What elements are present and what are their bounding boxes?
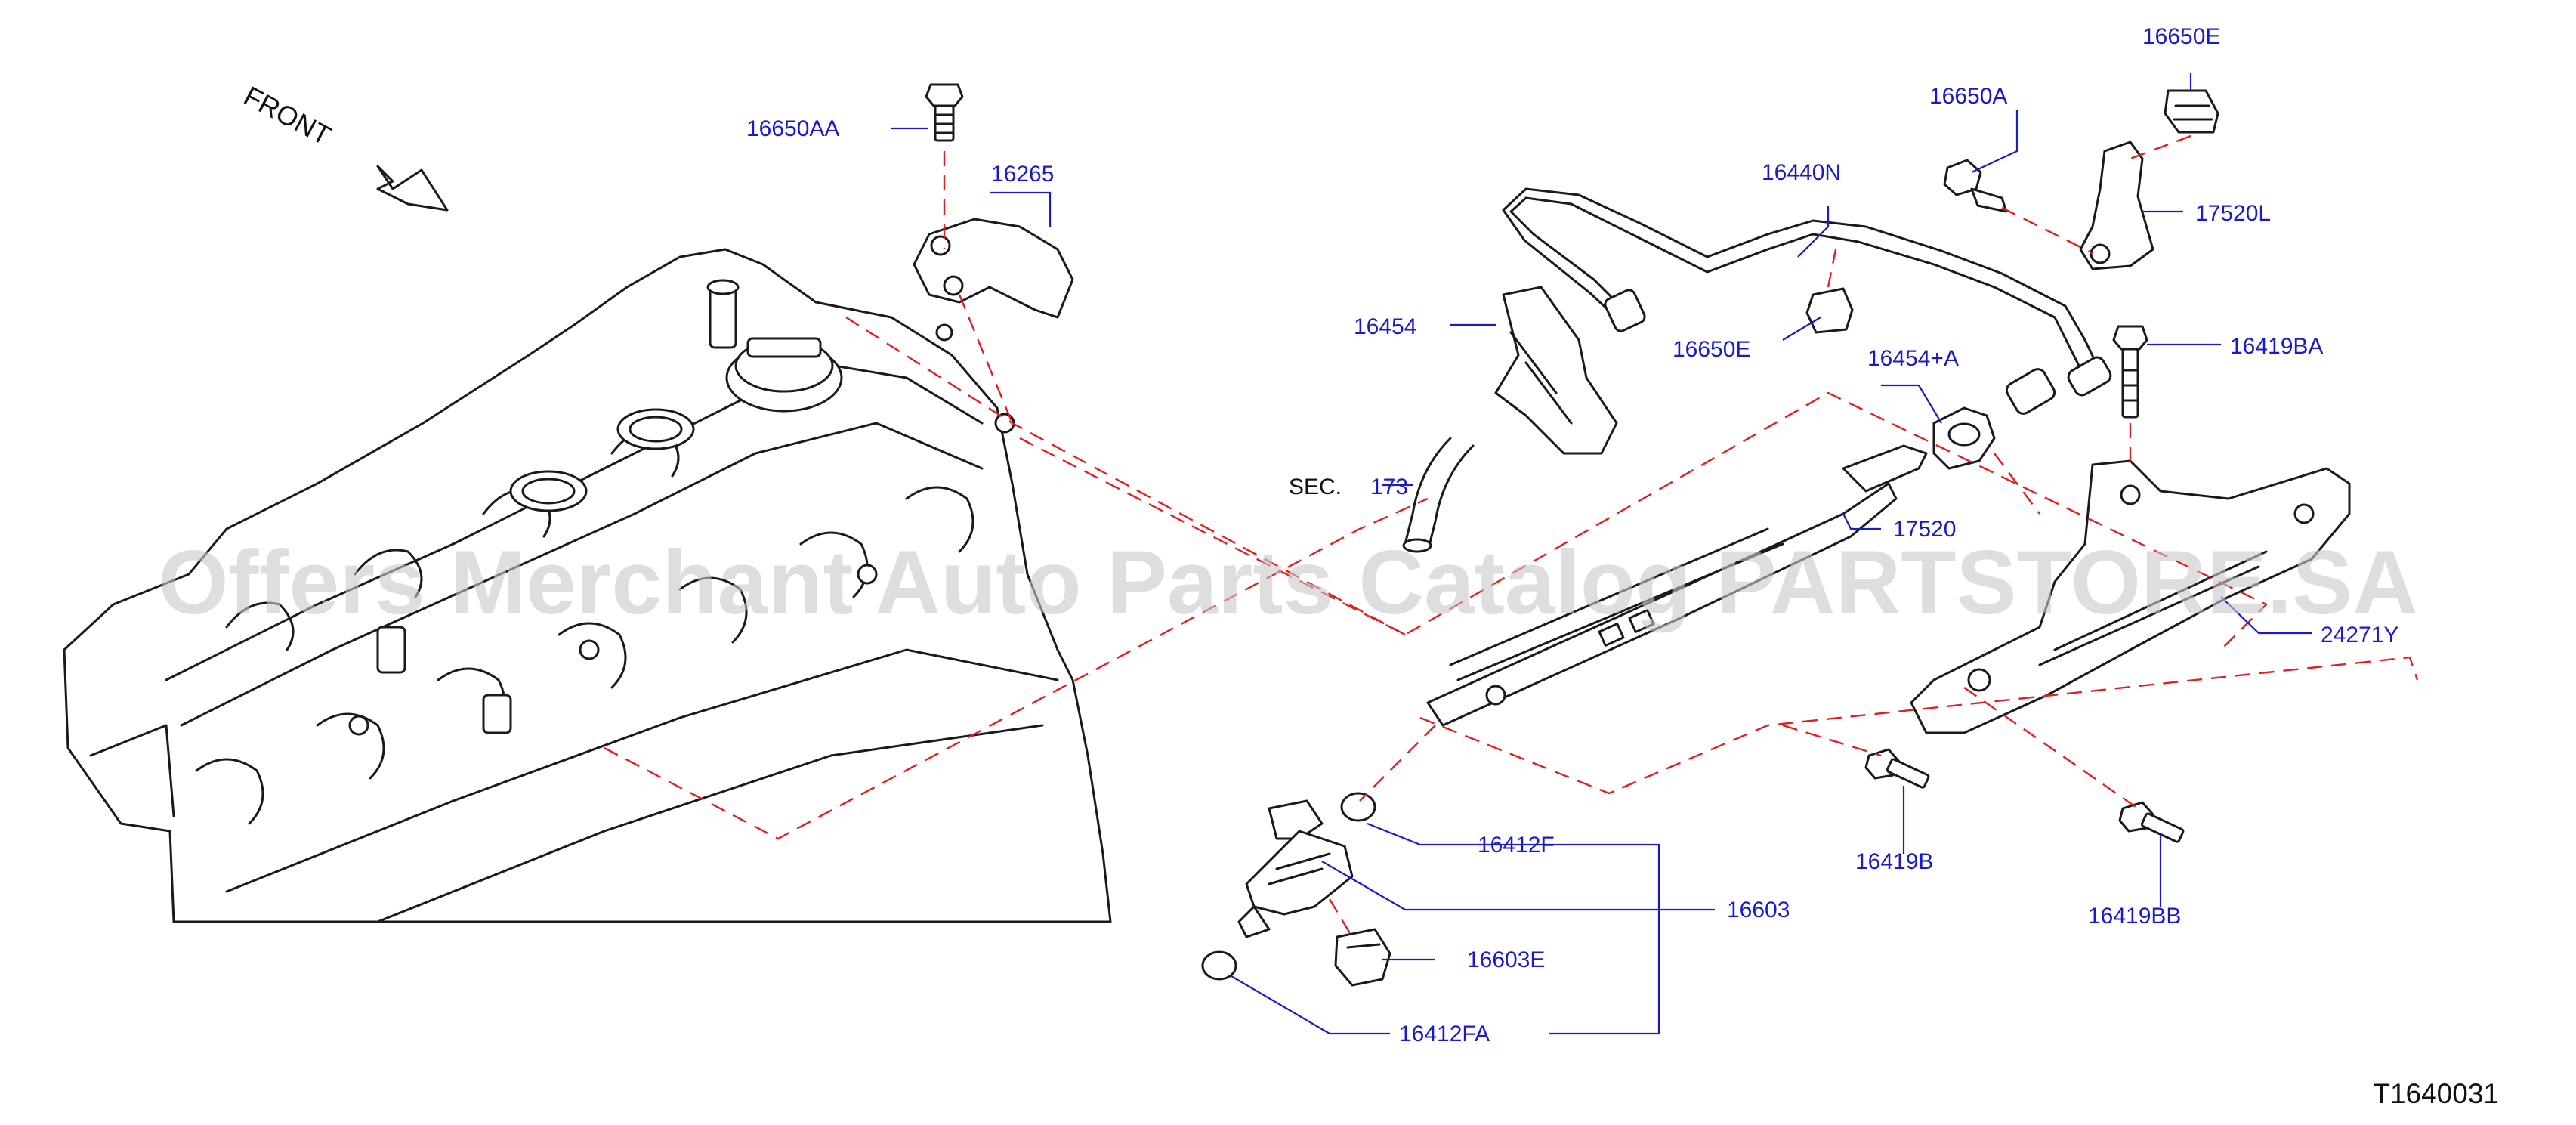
drawing-number: T1640031: [2373, 1078, 2499, 1109]
oring-16412F-drawing: [1340, 792, 1376, 822]
label-16412F[interactable]: 16412F: [1478, 833, 1555, 858]
assembly-lines: [604, 134, 2419, 938]
clip-16603E-drawing: [1334, 928, 1391, 987]
bolt-16650AA-drawing: [925, 83, 964, 142]
bolt-16419BA-drawing: [2112, 325, 2148, 419]
label-sec-number[interactable]: 173: [1370, 474, 1408, 499]
label-16265[interactable]: 16265: [991, 162, 1054, 187]
label-17520[interactable]: 17520: [1893, 517, 1956, 542]
bolt-16419B-drawing: [1864, 748, 1930, 789]
label-sec-prefix: SEC.: [1289, 474, 1342, 499]
bolt-16650A-drawing: [1943, 159, 2008, 213]
label-16454[interactable]: 16454: [1354, 314, 1416, 339]
label-24271Y[interactable]: 24271Y: [2321, 623, 2398, 647]
label-16454A[interactable]: 16454+A: [1867, 346, 1959, 371]
label-16603[interactable]: 16603: [1727, 898, 1790, 923]
label-16419BA[interactable]: 16419BA: [2230, 334, 2323, 359]
label-17520L[interactable]: 17520L: [2195, 201, 2271, 226]
front-arrow-icon: [376, 165, 449, 212]
bracket-17520L-drawing: [2079, 141, 2154, 270]
label-16603E[interactable]: 16603E: [1467, 947, 1545, 972]
hose-sec173-drawing: [1402, 437, 1475, 553]
hose-16440N-drawing: [1502, 187, 2112, 415]
clip-16650E-top-drawing: [2164, 89, 2219, 134]
bracket-16265-drawing: [913, 218, 1074, 319]
label-16419B[interactable]: 16419B: [1855, 849, 1933, 874]
watermark: Offers Merchant Auto Parts Catalog PARTS…: [158, 532, 2418, 633]
bracket-16454-drawing: [1494, 286, 1618, 455]
bolt-16419BB-drawing: [2118, 801, 2185, 843]
part-labels: 16650AA 16265 16650E 16650A 16440N 17520…: [746, 24, 2398, 1046]
label-16650E-mid[interactable]: 16650E: [1673, 337, 1750, 362]
label-16419BB[interactable]: 16419BB: [2088, 904, 2181, 929]
label-16650A[interactable]: 16650A: [1929, 84, 2007, 109]
injector-16603-drawing: [1237, 799, 1354, 938]
label-16440N[interactable]: 16440N: [1762, 160, 1841, 185]
front-label: FRONT: [239, 80, 336, 151]
front-indicator: FRONT: [239, 80, 449, 212]
label-16412FA[interactable]: 16412FA: [1399, 1021, 1490, 1046]
leader-lines: [891, 73, 2312, 1035]
clip-16650E-mid-drawing: [1805, 287, 1854, 334]
engine-block: [63, 248, 1112, 923]
label-16650AA[interactable]: 16650AA: [746, 116, 839, 141]
fuel-rail-17520-drawing: [1426, 444, 1928, 727]
insulator-16454A-drawing: [1932, 406, 1996, 470]
label-16650E-top[interactable]: 16650E: [2142, 24, 2220, 49]
oring-16412FA-drawing: [1201, 950, 1237, 981]
